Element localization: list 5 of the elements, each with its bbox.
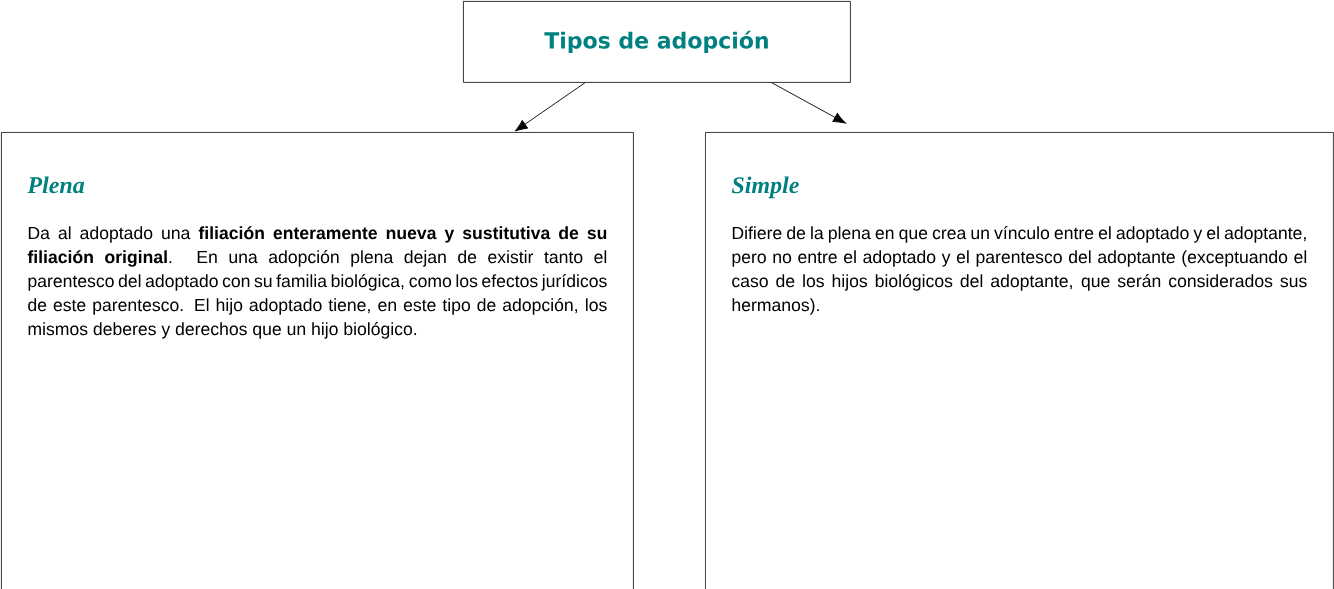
text-box: Simple Difiere de la plena en que crea un vínculo entre el adoptado y el adoptante, pero no entre el adoptado y el parentesco del adoptante (exceptuando el caso de los hijos biológicos del adoptante, que serán considerados sus hermanos). — [705, 132, 1334, 589]
arrow — [514, 82, 586, 132]
arrow — [771, 82, 846, 124]
text-box: Plena Da al adoptado una filiación enteramente nueva y sustitutiva de su filiación original. En una adopción plena dejan de existir tanto el parentesco del adoptado con su familia biológica, como los efectos jurídicos de este parentesco. El hijo adoptado tiene, en este tipo de adopción, los mismos deberes y derechos que un hijo biológico. — [1, 132, 634, 589]
title-box: Tipos de adopción — [463, 1, 851, 83]
